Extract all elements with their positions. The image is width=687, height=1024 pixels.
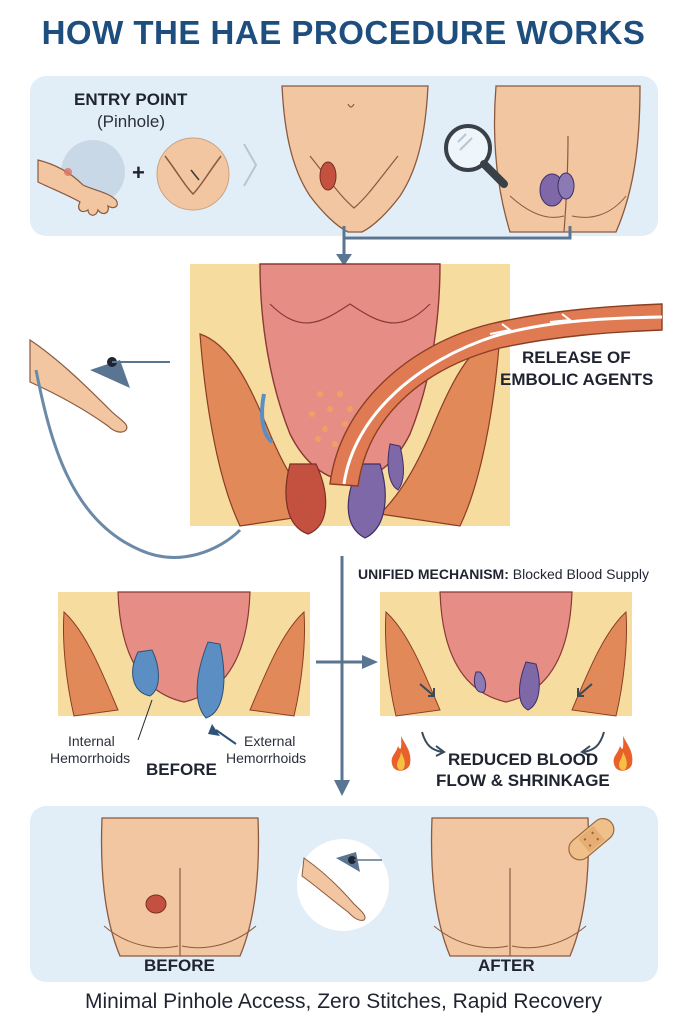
page-title: HOW THE HAE PROCEDURE WORKS — [41, 14, 646, 51]
after-cross-section — [380, 591, 632, 717]
bottom-after-label: AFTER — [478, 956, 535, 975]
release-label-2: EMBOLIC AGENTS — [500, 370, 654, 389]
mechanism-label: UNIFIED MECHANISM: Blocked Blood Supply — [358, 566, 649, 582]
wrist-icon — [37, 140, 125, 216]
reduced-label-2: FLOW & SHRINKAGE — [436, 771, 610, 790]
plus-sign: + — [132, 160, 145, 185]
before-label-mid: BEFORE — [146, 760, 217, 779]
release-label-1: RELEASE OF — [522, 348, 631, 367]
flame-icon — [391, 736, 411, 771]
reduction-arrows — [421, 731, 605, 757]
anatomy-cross-section — [190, 263, 663, 539]
internal-label-1: Internal — [68, 733, 115, 749]
chevron-right-icon — [243, 143, 258, 187]
external-label-2: Hemorrhoids — [226, 750, 307, 766]
internal-label-2: Hemorrhoids — [50, 750, 131, 766]
bandage-icon — [568, 817, 615, 861]
entry-point-label: ENTRY POINT — [74, 90, 188, 109]
groin-icon — [156, 137, 230, 211]
front-pelvis-figure — [281, 85, 429, 233]
magnifier-icon — [444, 124, 508, 188]
bottom-before-label: BEFORE — [144, 956, 215, 975]
footer-tagline: Minimal Pinhole Access, Zero Stitches, R… — [84, 990, 603, 1013]
wrist-access-icon — [297, 839, 389, 931]
rear-view-figure — [493, 85, 641, 233]
flame-icon — [613, 736, 633, 771]
mechanism-text: Blocked Blood Supply — [508, 566, 649, 582]
reduced-label-1: REDUCED BLOOD — [448, 750, 599, 769]
before-buttocks-figure — [100, 817, 260, 957]
before-cross-section — [58, 591, 310, 719]
catheter-icon — [29, 338, 242, 559]
mechanism-bold: UNIFIED MECHANISM: — [358, 566, 509, 582]
entry-point-sublabel: (Pinhole) — [97, 112, 166, 131]
external-label-1: External — [244, 733, 296, 749]
label-pointers — [137, 699, 237, 745]
flow-arrow-top — [336, 226, 572, 266]
flow-arrow-vertical — [334, 556, 350, 796]
flow-arrow-horizontal — [316, 655, 378, 669]
